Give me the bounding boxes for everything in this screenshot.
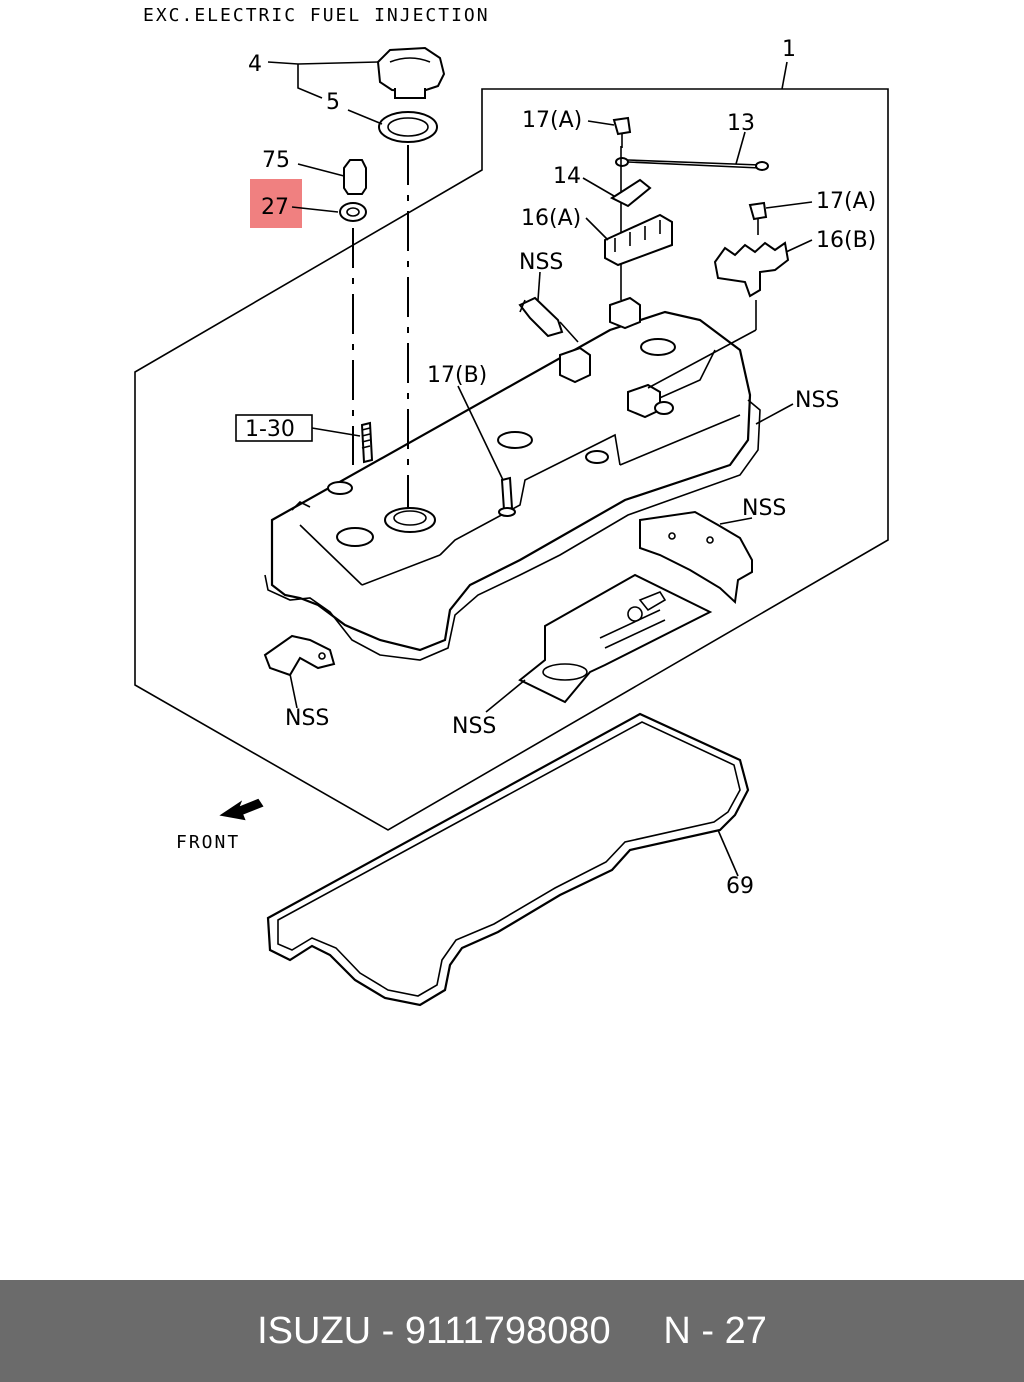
label-17b: 17(B) [427, 363, 487, 388]
plate-bottom-nss [518, 573, 713, 704]
label-nss-right: NSS [795, 388, 839, 413]
part-labels: 1 4 5 75 27 17(A) 13 14 16(A) 17(A) 16(B… [176, 37, 876, 899]
parts-diagram: EXC.ELECTRIC FUEL INJECTION [134, 5, 889, 1007]
bolt-17a-top [612, 116, 632, 136]
label-1: 1 [782, 37, 796, 62]
ground-strap [627, 161, 761, 169]
label-nss-bracket-left: NSS [285, 706, 329, 731]
leader-1 [781, 61, 788, 90]
boss-rear [627, 383, 661, 419]
label-front: FRONT [176, 832, 240, 853]
assembly-boundary [134, 88, 889, 831]
harness-clip-16a [604, 213, 673, 267]
oil-filler-cap [376, 46, 446, 99]
label-13: 13 [727, 111, 755, 136]
stud-bolt [360, 421, 374, 464]
label-14: 14 [553, 164, 581, 189]
label-69: 69 [726, 874, 754, 899]
label-1-30: 1-30 [245, 417, 295, 442]
footer-bar: ISUZU - 9111798080 N - 27 [0, 1280, 1024, 1382]
label-16b: 16(B) [816, 228, 876, 253]
leader-lines [267, 61, 813, 877]
plug-hole-1 [336, 527, 374, 547]
cover-gasket-69 [266, 712, 750, 1007]
boss-front [559, 346, 591, 384]
bracket-left-nss [263, 634, 336, 677]
footer-text: ISUZU - 9111798080 N - 27 [257, 1310, 767, 1352]
highlight-27 [250, 179, 302, 228]
bolt-17a-right [748, 201, 768, 221]
harness-clip-16b [713, 241, 790, 298]
label-nss-plate-right: NSS [742, 496, 786, 521]
label-75: 75 [262, 148, 290, 173]
clip-plate-14 [609, 178, 652, 208]
bracket-right-nss [639, 510, 753, 605]
header-note: EXC.ELECTRIC FUEL INJECTION [143, 5, 490, 26]
label-16a: 16(A) [521, 206, 581, 231]
label-nss-sensor: NSS [519, 250, 563, 275]
label-nss-plate-bottom: NSS [452, 714, 496, 739]
plug-hole-2 [497, 431, 533, 449]
label-4: 4 [248, 52, 262, 77]
label-17a-right: 17(A) [816, 189, 876, 214]
front-arrow-icon [219, 798, 264, 821]
sensor-nss [518, 296, 564, 338]
bolt-17b [500, 476, 514, 512]
plug-hole-3 [640, 338, 676, 356]
cover-nut [343, 159, 367, 195]
rocker-cover [264, 296, 761, 661]
label-17a-top: 17(A) [522, 108, 582, 133]
filler-cap-gasket [378, 111, 438, 143]
sealing-washer [339, 202, 367, 222]
label-5: 5 [326, 90, 340, 115]
label-27: 27 [261, 195, 289, 220]
